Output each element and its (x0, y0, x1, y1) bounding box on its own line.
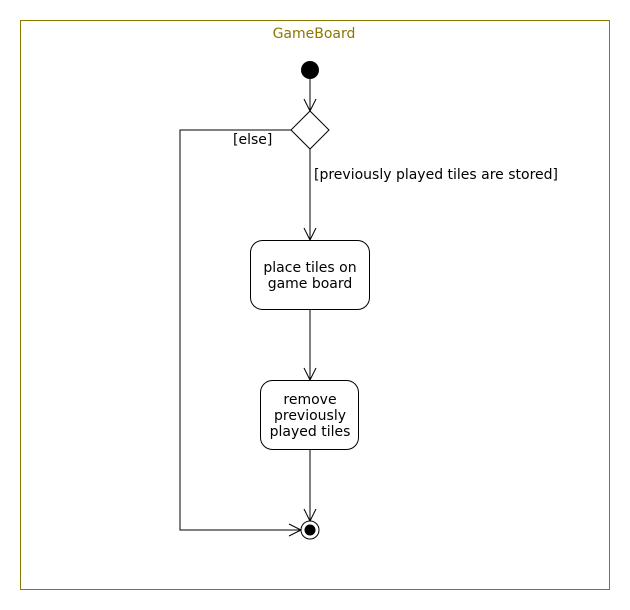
initial-node (301, 61, 319, 79)
action-remove-tiles-line2: previously (274, 408, 346, 424)
action-place-tiles-line1: place tiles on (263, 260, 356, 276)
diagram-frame (20, 20, 610, 590)
final-node (300, 520, 320, 540)
decision-node (290, 110, 330, 150)
action-place-tiles-line2: game board (268, 276, 353, 292)
flow-initial-to-decision (303, 79, 317, 113)
flow-else-to-final (179, 129, 303, 537)
action-remove-tiles-line1: remove (283, 392, 336, 408)
guard-else: [else] (233, 132, 272, 148)
action-remove-tiles-line3: played tiles (270, 424, 351, 440)
action-remove-tiles: remove previously played tiles (260, 380, 359, 450)
flow-place-to-remove (303, 310, 317, 382)
action-place-tiles: place tiles on game board (250, 240, 370, 310)
guard-tiles-stored: [previously played tiles are stored] (314, 167, 558, 183)
flow-remove-to-final (303, 450, 317, 523)
flow-decision-to-place-tiles (303, 149, 317, 242)
frame-title: GameBoard (273, 26, 356, 42)
